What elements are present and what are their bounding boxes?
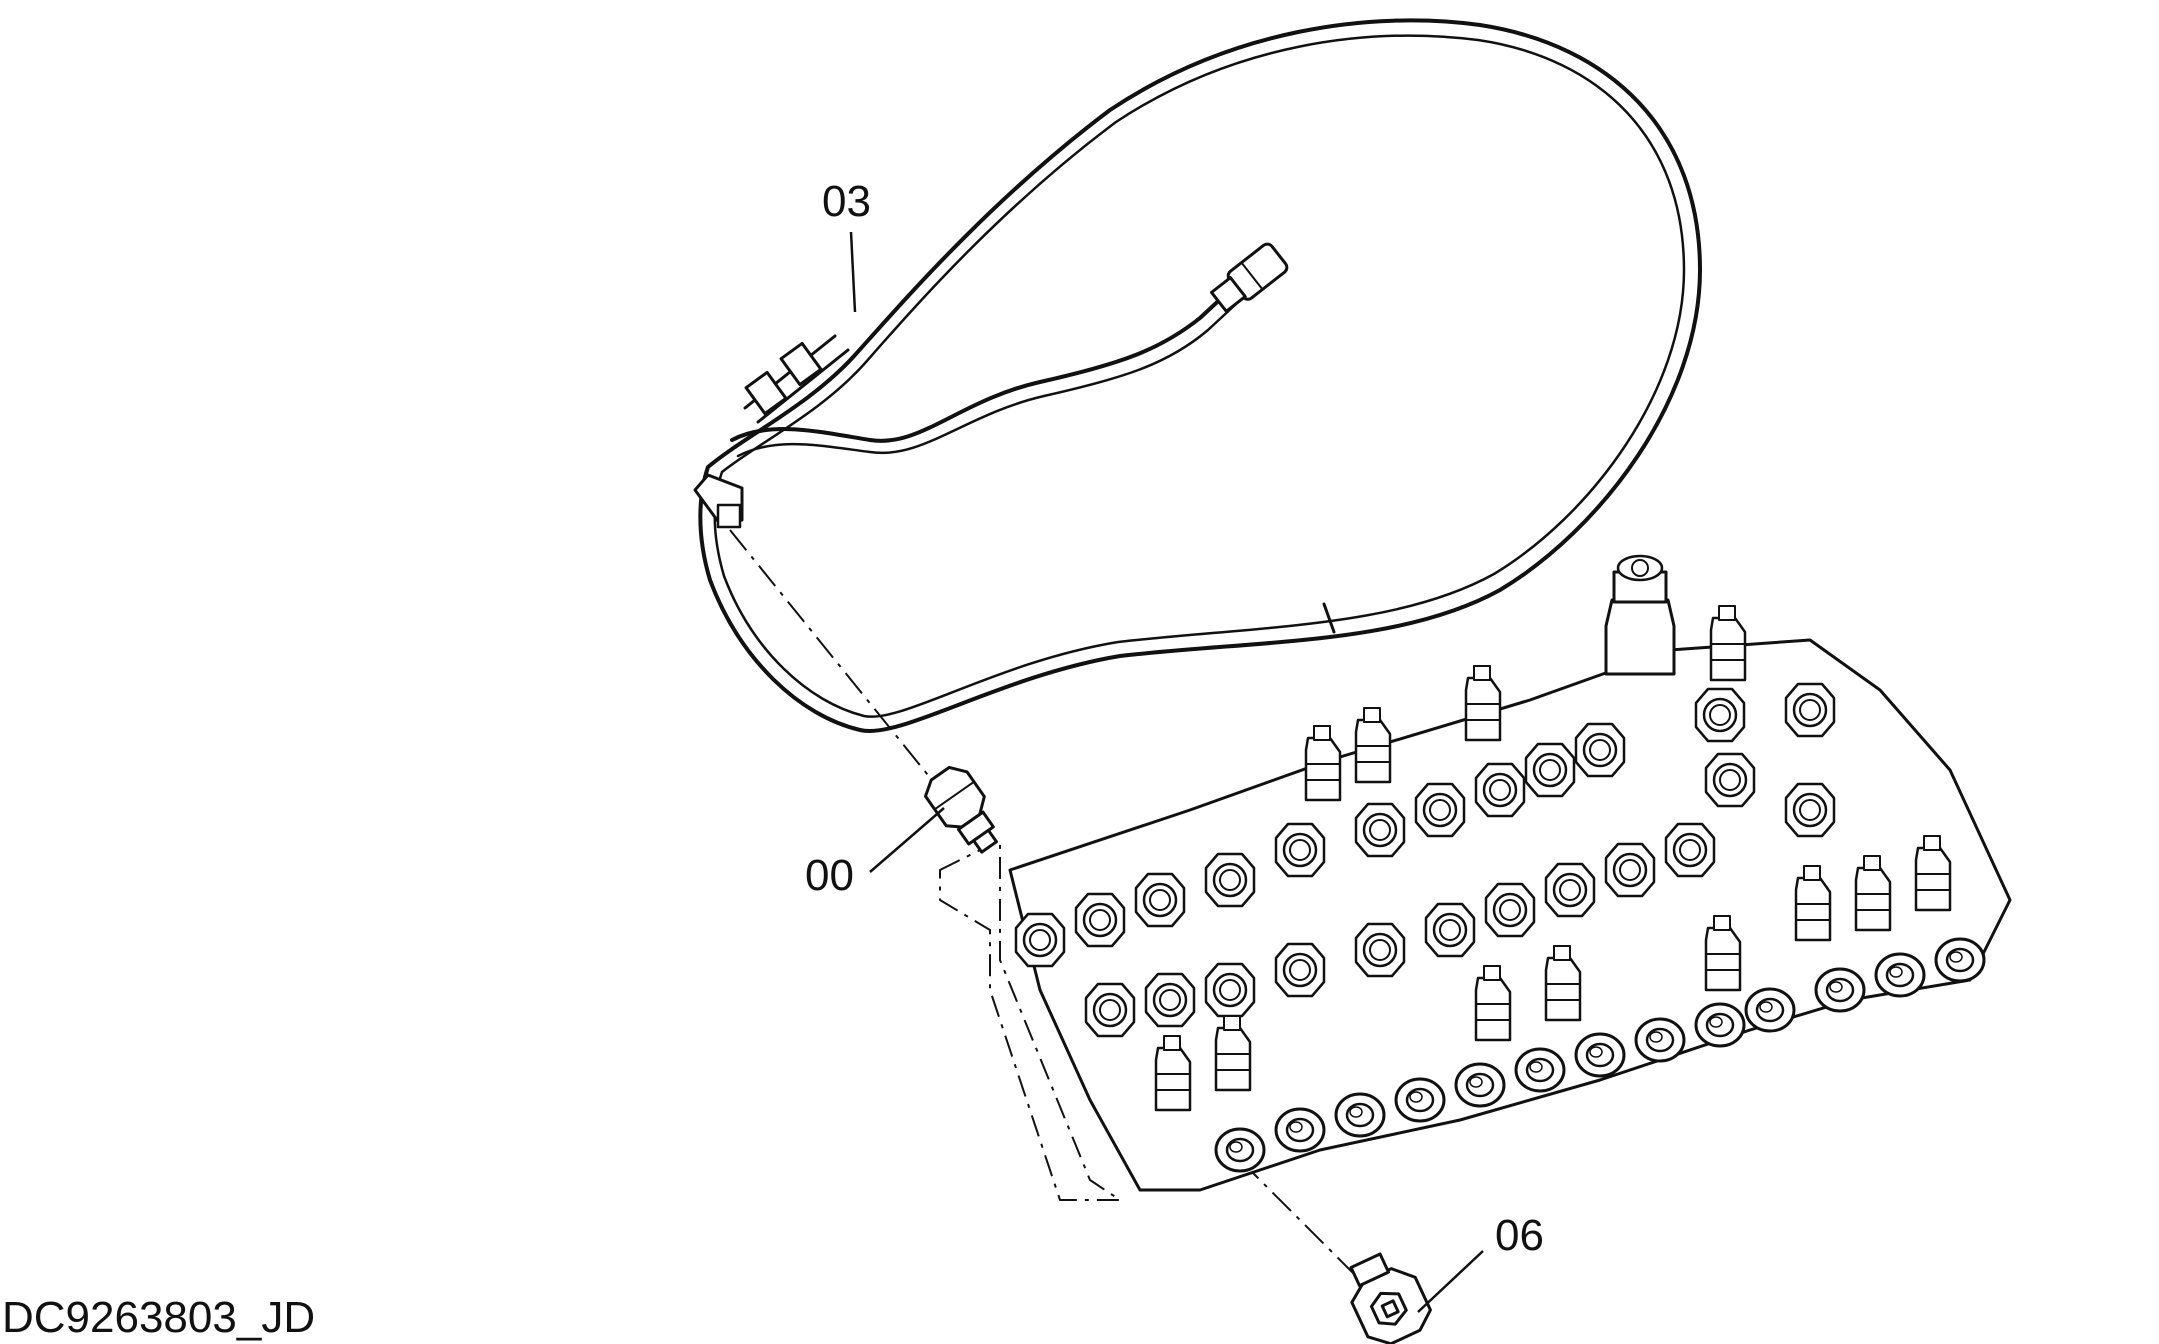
port-a11: [1204, 852, 1256, 908]
port-a5: [1574, 722, 1626, 778]
valve-phantom-outline: [939, 839, 1121, 1201]
port-b1: [1664, 822, 1716, 878]
spool-end-13: [1214, 1127, 1266, 1173]
port-a9: [1354, 802, 1406, 858]
port-a3: [1704, 752, 1756, 808]
callout-03: 03: [822, 177, 871, 313]
harness-clip-2: [779, 341, 823, 387]
spool-end-1: [1934, 937, 1986, 983]
spool-end-10: [1394, 1077, 1446, 1123]
port-a7: [1474, 762, 1526, 818]
top-plunger-2: [1464, 664, 1502, 742]
spool-end-11: [1334, 1092, 1386, 1138]
pressure-sensor-lower: [1349, 1252, 1432, 1344]
port-a8: [1414, 782, 1466, 838]
harness-branch: [730, 290, 1230, 443]
port-a14: [1014, 912, 1066, 968]
port-b4: [1484, 882, 1536, 938]
spool-end-4: [1744, 987, 1796, 1033]
port-b9: [1144, 972, 1196, 1028]
port-a10: [1274, 822, 1326, 878]
drawing-id: DC9263803_JD: [2, 1293, 316, 1342]
callout-00: 00: [805, 807, 945, 900]
port-b2: [1604, 842, 1656, 898]
spool-end-5: [1694, 1002, 1746, 1048]
callout-03-label: 03: [822, 177, 871, 226]
port-a4: [1784, 782, 1836, 838]
port-a1: [1694, 687, 1746, 743]
top-plunger-4: [1304, 724, 1342, 802]
control-valve-block: [939, 554, 2012, 1201]
spool-end-8: [1514, 1047, 1566, 1093]
harness-connector: [1210, 242, 1289, 313]
harness-outer-loop: [698, 18, 1702, 734]
port-a13: [1074, 892, 1126, 948]
top-plunger-3: [1354, 706, 1392, 784]
top-plunger-1: [1709, 604, 1747, 682]
port-b6: [1354, 922, 1406, 978]
spool-end-3: [1814, 967, 1866, 1013]
wire-harness: [693, 18, 1702, 734]
spool-end-12: [1274, 1107, 1326, 1153]
callout-06: 06: [1417, 1211, 1544, 1313]
port-a6: [1524, 742, 1576, 798]
port-b8: [1204, 962, 1256, 1018]
callout-06-label: 06: [1495, 1211, 1544, 1260]
spool-end-7: [1574, 1032, 1626, 1078]
pressure-sensor: [924, 765, 998, 854]
harness-band: [1322, 602, 1336, 634]
valve-top-tower: [1604, 554, 1676, 676]
port-b7: [1274, 942, 1326, 998]
port-a2: [1784, 682, 1836, 738]
harness-end-socket: [716, 503, 742, 529]
assembly-center-lines: [729, 529, 1371, 1291]
harness-clip: [744, 370, 788, 416]
harness-outer-loop-inner-edge: [713, 34, 1686, 718]
spool-end-6: [1634, 1017, 1686, 1063]
port-b3: [1544, 862, 1596, 918]
callout-00-leader: [869, 807, 945, 873]
callout-03-leader: [849, 231, 857, 313]
harness-branch-edge: [736, 302, 1238, 458]
port-b5: [1424, 902, 1476, 958]
port-b10: [1084, 982, 1136, 1038]
port-a12: [1134, 872, 1186, 928]
callout-06-leader: [1417, 1250, 1484, 1313]
spool-end-9: [1454, 1062, 1506, 1108]
callout-00-label: 00: [805, 851, 854, 900]
spool-end-2: [1874, 952, 1926, 998]
